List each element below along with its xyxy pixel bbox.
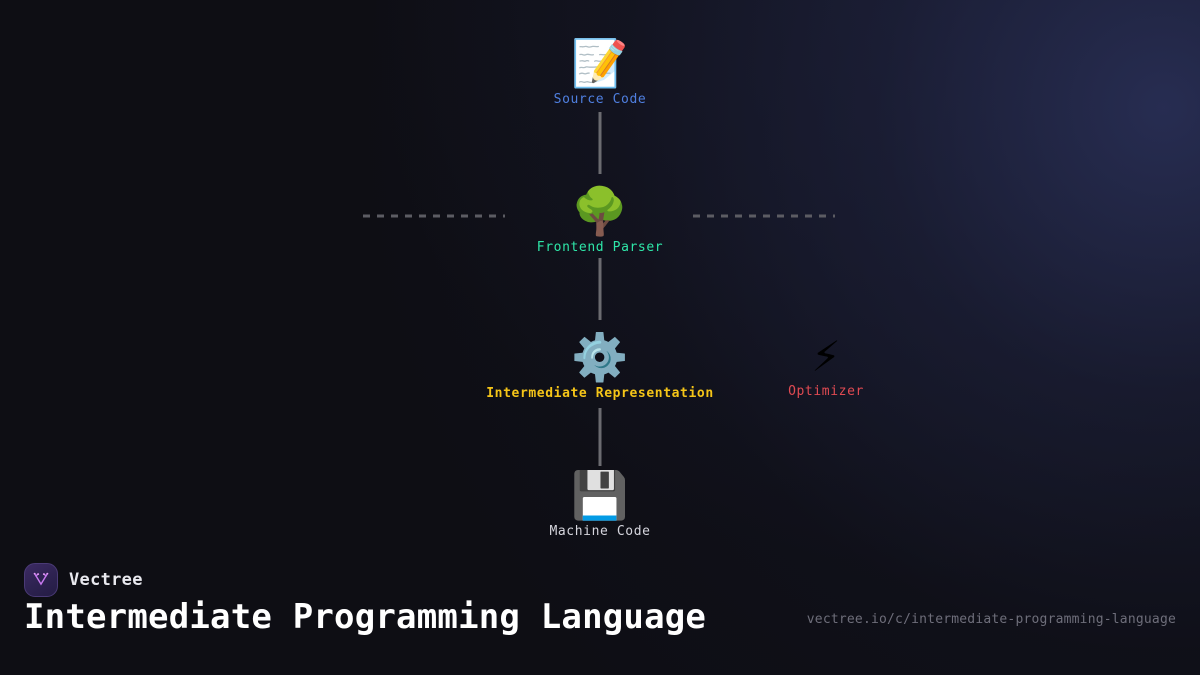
- brand[interactable]: Vectree: [24, 563, 143, 597]
- graph-node-optimizer[interactable]: ⚡ Optimizer: [788, 332, 864, 399]
- graph-node-label-machine-code: Machine Code: [549, 524, 651, 539]
- graph-node-intermediate-representation[interactable]: ⚙️Intermediate Representation: [486, 334, 714, 400]
- graph-edge-parser-branch-left: [363, 214, 505, 218]
- brand-name: Vectree: [69, 570, 143, 590]
- graph-node-label-intermediate-representation: Intermediate Representation: [486, 386, 714, 401]
- graph-edge-parser-branch-right: [693, 214, 835, 218]
- graph-node-frontend-parser[interactable]: 🌳Frontend Parser: [537, 188, 663, 254]
- graph-node-label-source-code: Source Code: [553, 92, 647, 107]
- graph-node-machine-code[interactable]: 💾Machine Code: [549, 472, 650, 538]
- tree-icon: 🌳: [571, 184, 629, 238]
- page-url: vectree.io/c/intermediate-programming-la…: [806, 612, 1176, 627]
- page-title: Intermediate Programming Language: [24, 597, 707, 637]
- floppy-disk-icon: 💾: [571, 468, 629, 522]
- graph-node-label-frontend-parser: Frontend Parser: [536, 240, 664, 255]
- gear-icon: ⚙️: [571, 330, 629, 384]
- page-footer: Vectree Intermediate Programming Languag…: [0, 555, 1200, 675]
- graph-node-source-code[interactable]: 📝Source Code: [554, 40, 647, 106]
- graph-node-label-optimizer: Optimizer: [788, 384, 864, 399]
- lightning-bolt-icon: ⚡: [811, 332, 841, 381]
- graph-edge-source-to-parser: [598, 112, 602, 174]
- memo-icon: 📝: [571, 36, 629, 90]
- graph-edge-ir-to-machine-code: [598, 408, 602, 466]
- graph-edge-parser-to-ir: [598, 258, 602, 320]
- vectree-logo-icon: [24, 563, 58, 597]
